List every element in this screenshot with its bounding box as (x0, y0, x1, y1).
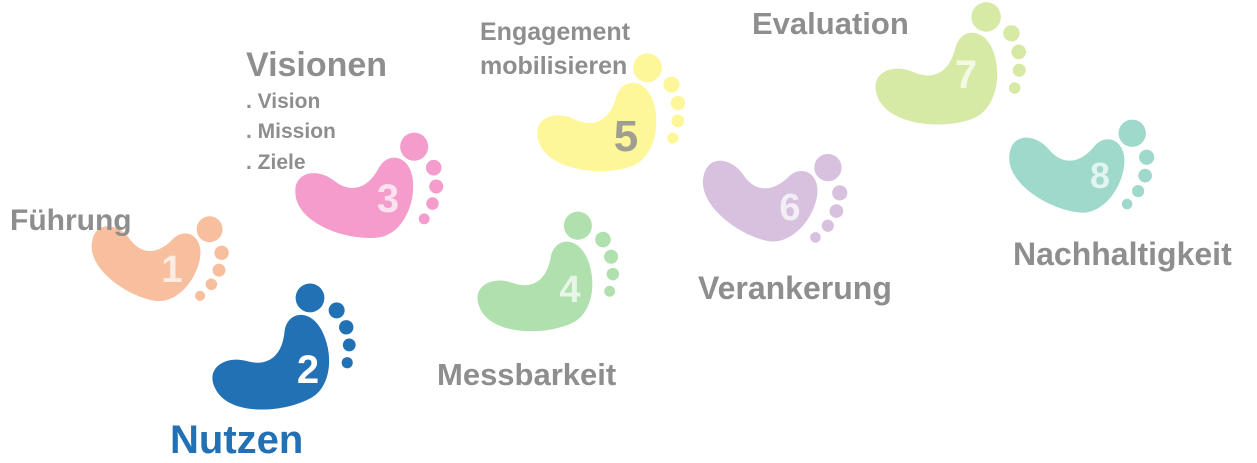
footprint-3 (293, 128, 446, 241)
step-number-3: 3 (377, 177, 399, 221)
label-fuehrung: Führung (10, 204, 132, 237)
footprint-2 (192, 273, 372, 429)
label-evaluation: Evaluation (752, 6, 909, 41)
label-nachhaltigkeit: Nachhaltigkeit (1013, 236, 1232, 272)
label-visionen: Visionen (246, 46, 388, 84)
footprint-8 (999, 92, 1165, 229)
label-mobilisieren: mobilisieren (480, 52, 628, 80)
step-number-1: 1 (161, 249, 182, 291)
step-number-8: 8 (1090, 155, 1110, 196)
step-number-7: 7 (955, 53, 977, 97)
step-number-2: 2 (297, 348, 319, 392)
label-messbarkeit: Messbarkeit (437, 357, 617, 392)
label-engagement: Engagement (480, 18, 631, 46)
label-verankerung: Verankerung (698, 270, 892, 306)
footprint-4 (461, 203, 633, 348)
label-nutzen: Nutzen (170, 418, 304, 462)
sub-item-vision: . Vision (246, 90, 321, 113)
footprint-6 (689, 115, 861, 263)
step-number-5: 5 (614, 112, 638, 161)
step-number-4: 4 (559, 269, 580, 311)
sub-item-mission: . Mission (246, 120, 336, 143)
step-number-6: 6 (779, 187, 800, 229)
sub-item-ziele: . Ziele (246, 151, 306, 174)
